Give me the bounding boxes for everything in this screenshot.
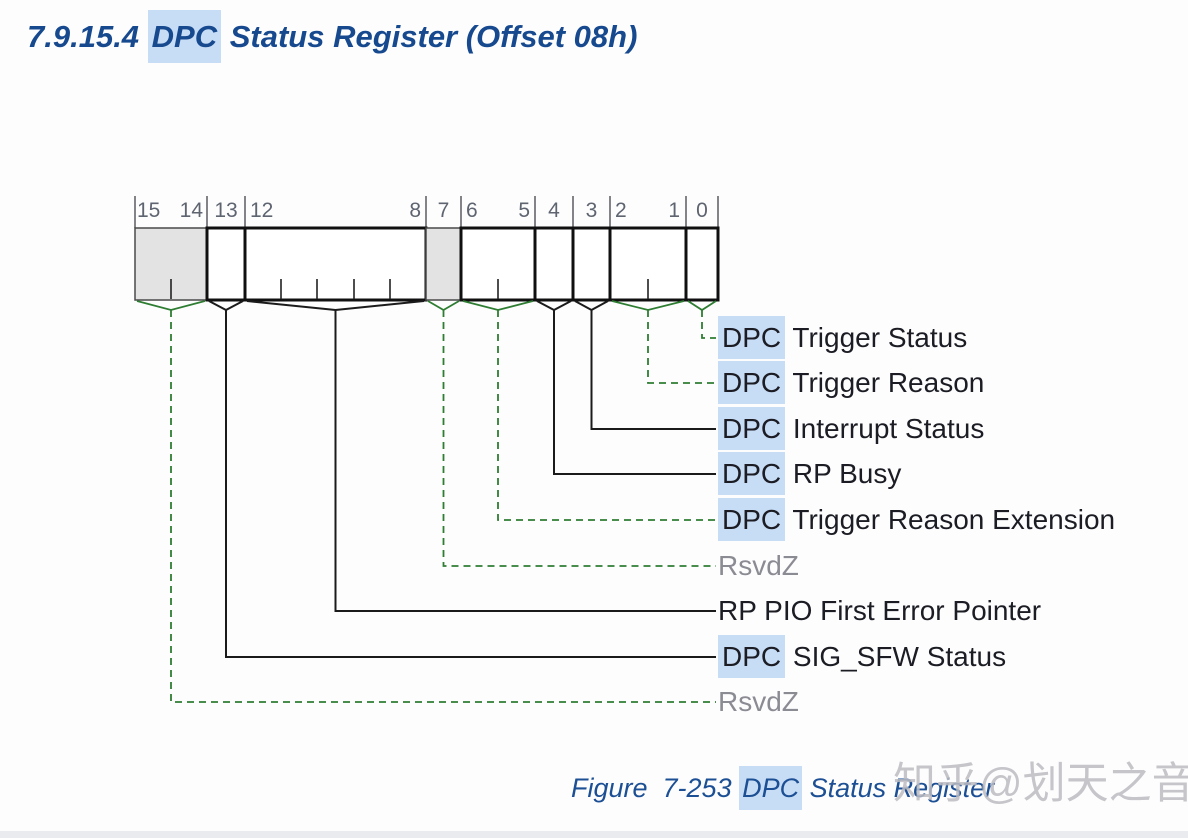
figure-caption: Figure 7-253 DPC Status Register — [571, 766, 995, 810]
search-highlight-dpc: DPC — [147, 10, 222, 63]
bit-number: 14 — [179, 199, 203, 222]
bracket-3 — [574, 300, 609, 312]
field-box-sig-sfw-13 — [205, 226, 247, 302]
leader-rsvdz-7 — [442, 310, 716, 567]
bit-number: 4 — [548, 199, 560, 222]
field-label-dpc-trigger-reason: DPC Trigger Reason — [718, 361, 984, 405]
field-label-text: RsvdZ — [718, 550, 799, 581]
field-label-dpc-trigger-reason-extension: DPC Trigger Reason Extension — [718, 498, 1115, 542]
leader-trigger-reason-ext-6-5 — [497, 310, 716, 521]
field-label-rsvdz-15-14: RsvdZ — [718, 680, 799, 724]
leader-lines — [136, 300, 717, 703]
figure-caption-rest: Status Register — [802, 773, 995, 803]
search-highlight-dpc: DPC — [739, 766, 803, 810]
leader-sig-sfw-13 — [225, 310, 716, 658]
bit-number: 5 — [518, 199, 530, 222]
bit-number: 12 — [250, 199, 274, 222]
leader-rp-busy-4 — [553, 310, 716, 475]
leader-trigger-status-0 — [701, 310, 716, 339]
field-label-dpc-rp-busy: DPC RP Busy — [718, 452, 901, 496]
bit-number: 7 — [437, 199, 450, 222]
bit-number: 8 — [409, 199, 421, 222]
bracket-2-1 — [611, 300, 685, 311]
field-label-dpc-sig-sfw-status: DPC SIG_SFW Status — [718, 635, 1006, 679]
page-bottom-strip — [0, 831, 1188, 838]
bit-number: 0 — [696, 199, 708, 222]
field-label-dpc-trigger-status: DPC Trigger Status — [718, 316, 967, 360]
field-label-text: RsvdZ — [718, 686, 799, 717]
bracket-4 — [536, 300, 572, 312]
section-number: 7.9.15.4 — [27, 19, 148, 54]
search-highlight-dpc: DPC — [718, 498, 786, 541]
field-box-trigger-status-0 — [684, 226, 720, 302]
bit-number: 1 — [668, 199, 680, 222]
leader-trigger-reason-2-1 — [647, 310, 716, 384]
interior-bit-ticks — [170, 279, 649, 299]
leader-rp-pio-12-8 — [334, 310, 716, 612]
bracket-13 — [208, 300, 244, 312]
leader-interrupt-status-3 — [590, 310, 716, 430]
field-label-text: Trigger Reason Extension — [785, 504, 1116, 535]
bracket-15-14 — [136, 300, 206, 311]
bracket-12-8 — [246, 300, 425, 312]
search-highlight-dpc: DPC — [718, 452, 786, 495]
bracket-6-5 — [462, 300, 534, 311]
field-label-dpc-interrupt-status: DPC Interrupt Status — [718, 407, 984, 451]
field-boxes — [134, 226, 720, 302]
field-label-text: Trigger Reason — [785, 367, 985, 398]
bit-number: 2 — [615, 199, 627, 222]
field-box-rp-busy-4 — [533, 226, 575, 302]
field-label-rsvdz-7: RsvdZ — [718, 544, 799, 588]
bit-number: 3 — [585, 199, 598, 222]
field-label-text: RP PIO First Error Pointer — [718, 595, 1042, 626]
bit-number: 13 — [214, 199, 238, 222]
field-box-rsvdz-7 — [425, 227, 462, 301]
search-highlight-dpc: DPC — [718, 635, 786, 678]
field-box-interrupt-status-3 — [571, 226, 612, 302]
field-label-text: Interrupt Status — [785, 413, 985, 444]
field-box-rp-pio-12-8 — [243, 226, 428, 302]
section-title-rest: Status Register (Offset 08h) — [221, 19, 638, 54]
search-highlight-dpc: DPC — [718, 407, 786, 450]
figure-caption-pre: Figure 7-253 — [571, 773, 740, 803]
bit-number: 6 — [466, 199, 478, 222]
bracket-7 — [427, 300, 460, 312]
bit-number: 15 — [137, 199, 161, 222]
field-label-text: SIG_SFW Status — [785, 641, 1007, 672]
watermark: 知乎@划天之音 — [893, 760, 1188, 808]
field-label-rp-pio-first-error-pointer: RP PIO First Error Pointer — [718, 589, 1041, 633]
search-highlight-dpc: DPC — [718, 316, 786, 359]
field-label-text: RP Busy — [785, 458, 902, 489]
bracket-0 — [687, 300, 717, 312]
search-highlight-dpc: DPC — [718, 361, 786, 404]
bit-boundary-ticks — [134, 196, 719, 228]
section-heading: 7.9.15.4 DPC Status Register (Offset 08h… — [27, 10, 638, 63]
field-label-text: Trigger Status — [785, 322, 968, 353]
